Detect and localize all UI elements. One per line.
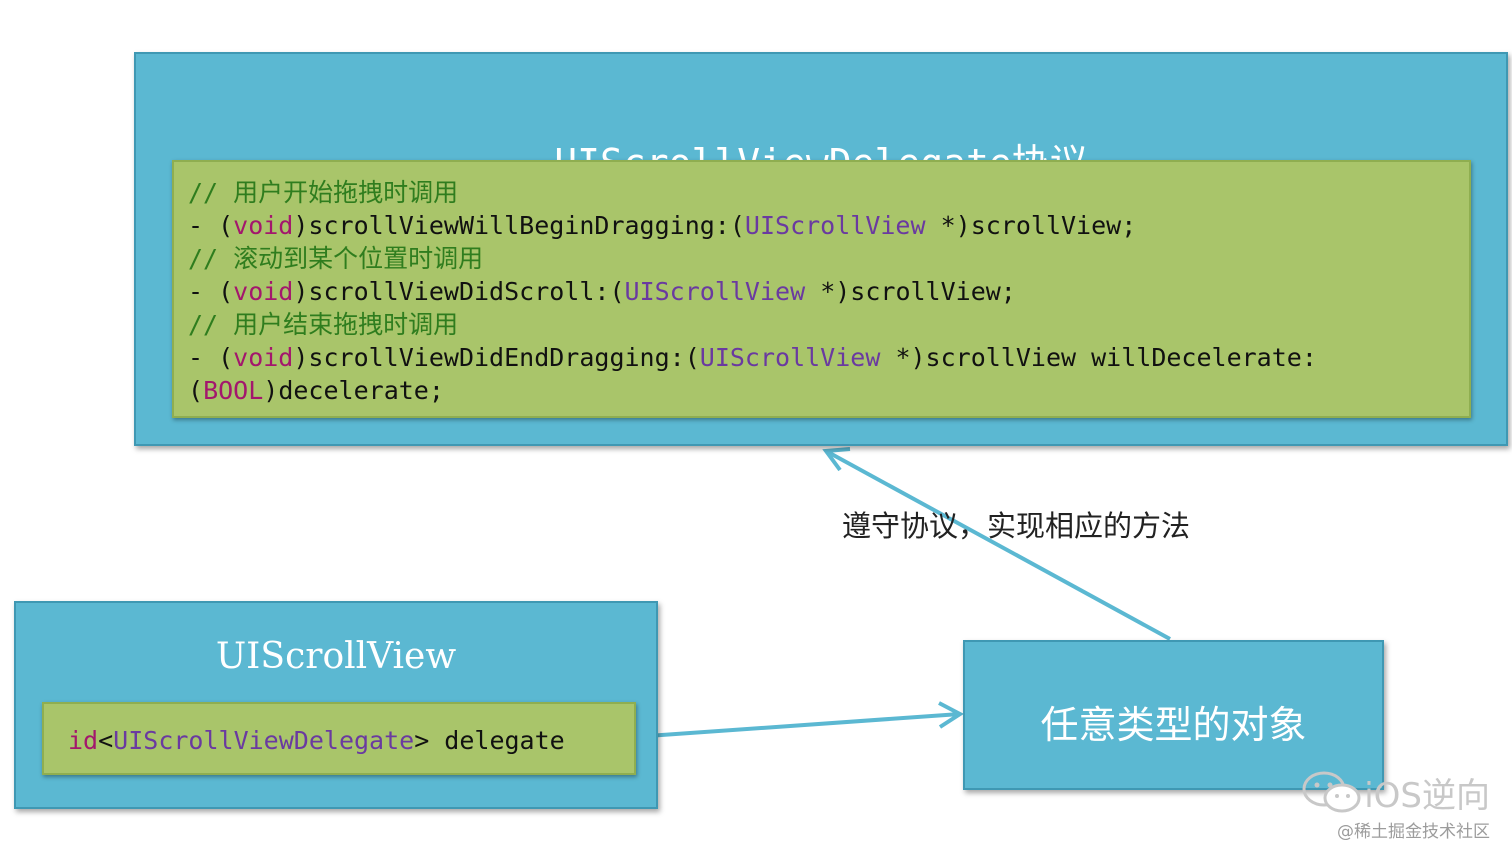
protocol-code-line: - (void)scrollViewDidScroll:(UIScrollVie… bbox=[188, 275, 1469, 308]
protocol-code-line: // 用户结束拖拽时调用 bbox=[188, 308, 1469, 341]
delegate-property-token: > delegate bbox=[414, 726, 565, 755]
scrollview-title: UIScrollView bbox=[215, 636, 457, 677]
protocol-code-token: void bbox=[233, 343, 294, 372]
protocol-code-token: )scrollViewDidEndDragging:( bbox=[293, 343, 700, 372]
delegate-property-line: id<UIScrollViewDelegate> delegate bbox=[68, 724, 634, 757]
protocol-code-line: - (void)scrollViewWillBeginDragging:(UIS… bbox=[188, 209, 1469, 242]
delegate-property-token: < bbox=[98, 726, 114, 755]
protocol-code-token: *)scrollView; bbox=[925, 211, 1137, 240]
object-title: 任意类型的对象 bbox=[1040, 703, 1307, 747]
protocol-code-token: UIScrollView bbox=[699, 343, 881, 372]
conformance-label: 遵守协议，实现相应的方法 bbox=[842, 509, 1191, 543]
protocol-code-token: UIScrollView bbox=[624, 277, 806, 306]
protocol-code-line: // 用户开始拖拽时调用 bbox=[188, 176, 1469, 209]
delegate-property-token: id bbox=[68, 726, 99, 755]
delegate-property-code: id<UIScrollViewDelegate> delegate bbox=[42, 702, 636, 775]
watermark-brand-row: iOS逆向 bbox=[1302, 768, 1490, 817]
protocol-code-line: // 滚动到某个位置时调用 bbox=[188, 242, 1469, 275]
protocol-code-token: void bbox=[233, 211, 294, 240]
protocol-code-token: BOOL bbox=[203, 376, 264, 405]
watermark-credit: @稀土掘金技术社区 bbox=[1337, 822, 1490, 842]
protocol-code-token: - ( bbox=[188, 343, 234, 372]
scrollview-box: UIScrollView id<UIScrollViewDelegate> de… bbox=[14, 601, 658, 809]
protocol-code-token: - ( bbox=[188, 211, 234, 240]
object-box: 任意类型的对象 bbox=[963, 640, 1384, 790]
protocol-code-line: (BOOL)decelerate; bbox=[188, 374, 1469, 407]
protocol-code-token: // 滚动到某个位置时调用 bbox=[188, 244, 484, 273]
protocol-code-line: - (void)scrollViewDidEndDragging:(UIScro… bbox=[188, 341, 1469, 374]
protocol-code-token: *)scrollView willDecelerate: bbox=[880, 343, 1317, 372]
delegate-property-token: UIScrollViewDelegate bbox=[113, 726, 415, 755]
protocol-code-token: // 用户开始拖拽时调用 bbox=[188, 178, 459, 207]
protocol-code-token: // 用户结束拖拽时调用 bbox=[188, 310, 459, 339]
protocol-methods-code: // 用户开始拖拽时调用- (void)scrollViewWillBeginD… bbox=[172, 160, 1471, 418]
protocol-code-token: void bbox=[233, 277, 294, 306]
protocol-box: UIScrollViewDelegate协议 // 用户开始拖拽时调用- (vo… bbox=[134, 52, 1508, 446]
protocol-code-token: *)scrollView; bbox=[805, 277, 1016, 306]
arrow-delegate-to-object bbox=[633, 701, 964, 739]
protocol-code-token: )scrollViewWillBeginDragging:( bbox=[293, 211, 745, 240]
protocol-code-lines: // 用户开始拖拽时调用- (void)scrollViewWillBeginD… bbox=[188, 176, 1469, 407]
arrow-object-to-protocol bbox=[822, 447, 1171, 641]
protocol-code-token: - ( bbox=[188, 277, 234, 306]
protocol-code-token: UIScrollView bbox=[744, 211, 926, 240]
wechat-icon bbox=[1302, 771, 1361, 812]
watermark: iOS逆向 @稀土掘金技术社区 bbox=[1302, 768, 1490, 842]
protocol-code-token: )decelerate; bbox=[263, 376, 444, 405]
protocol-code-token: ( bbox=[188, 376, 204, 405]
watermark-brand: iOS逆向 bbox=[1364, 776, 1490, 816]
protocol-code-token: )scrollViewDidScroll:( bbox=[293, 277, 625, 306]
